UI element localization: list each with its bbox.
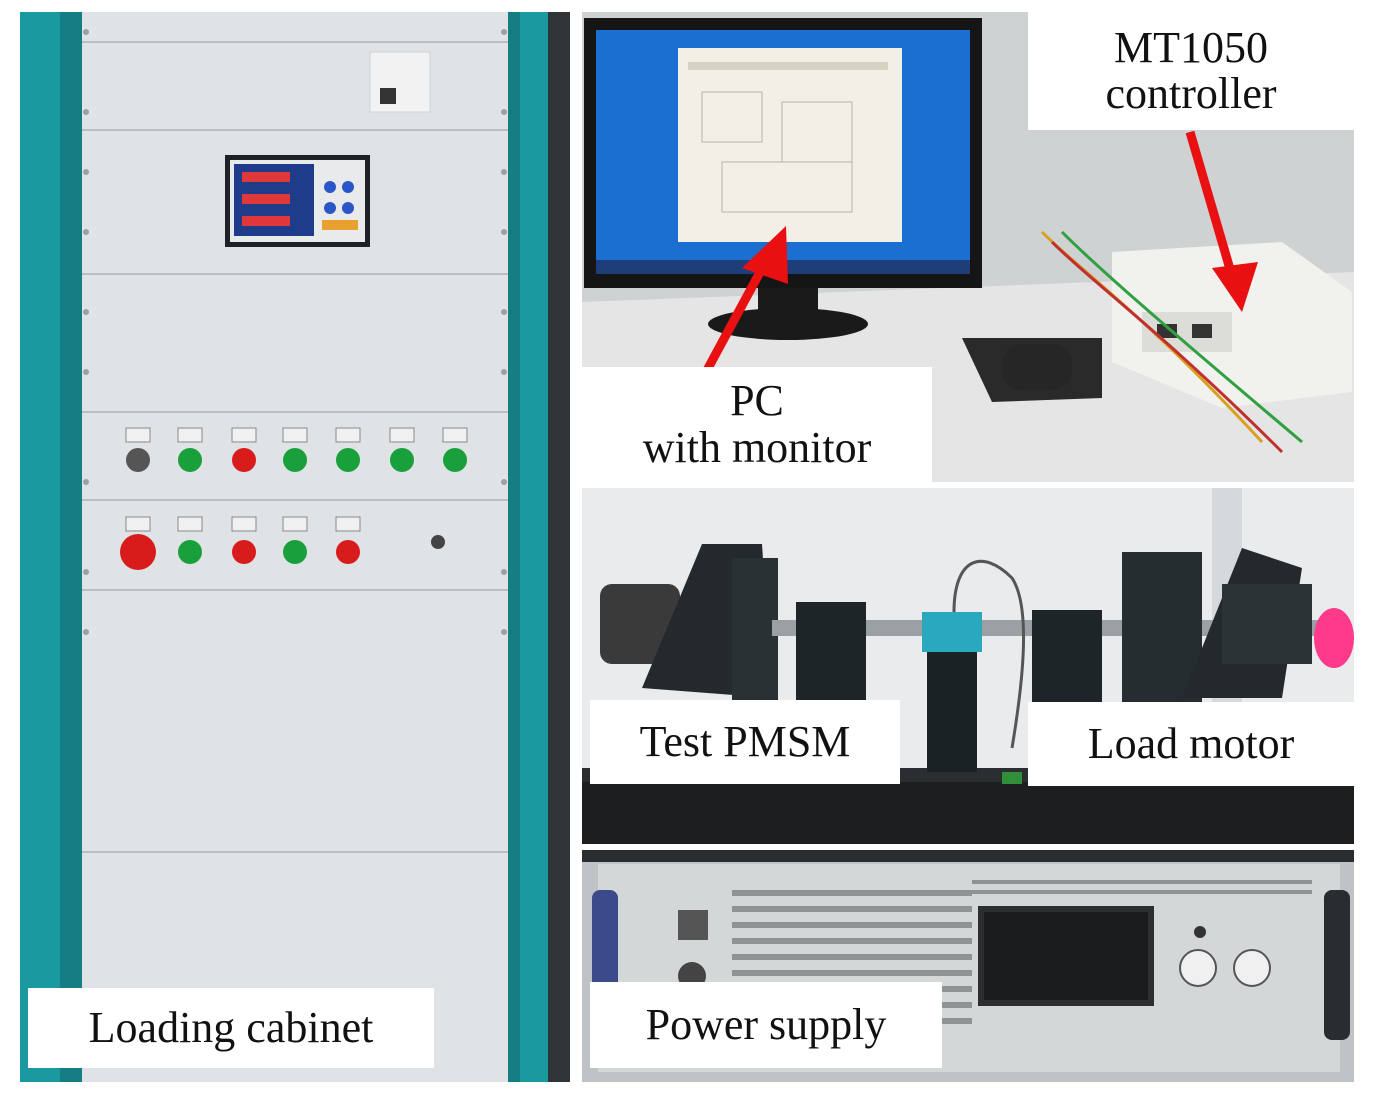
button-row-2 <box>120 516 445 570</box>
label-pc-line1: PC <box>730 376 784 426</box>
label-controller-line1: MT1050 <box>1114 22 1268 72</box>
pc-controller-photo: PC with monitor MT1050 controller <box>582 12 1354 482</box>
label-loading-cabinet-text: Loading cabinet <box>88 1002 374 1052</box>
loading-cabinet-illustration <box>20 12 570 1082</box>
label-pc-monitor: PC with monitor <box>582 367 932 482</box>
label-pc-line2: with monitor <box>642 422 872 472</box>
button-row-1 <box>125 427 468 472</box>
motor-bench-illustration <box>582 488 1354 844</box>
label-load-motor-text: Load motor <box>1087 718 1295 768</box>
power-supply-photo: Power supply <box>582 850 1354 1082</box>
loading-cabinet-photo: Loading cabinet <box>20 12 570 1082</box>
motor-bench-photo: Test PMSM Load motor <box>582 488 1354 844</box>
label-loading-cabinet: Loading cabinet <box>28 988 434 1068</box>
label-test-pmsm-text: Test PMSM <box>639 716 851 766</box>
label-controller-line2: controller <box>1105 69 1277 118</box>
label-load-motor: Load motor <box>1028 702 1354 786</box>
label-power-supply: Power supply <box>590 982 942 1068</box>
label-mt1050-controller: MT1050 controller <box>1028 12 1354 130</box>
label-power-supply-text: Power supply <box>645 999 887 1049</box>
label-test-pmsm: Test PMSM <box>590 700 900 784</box>
